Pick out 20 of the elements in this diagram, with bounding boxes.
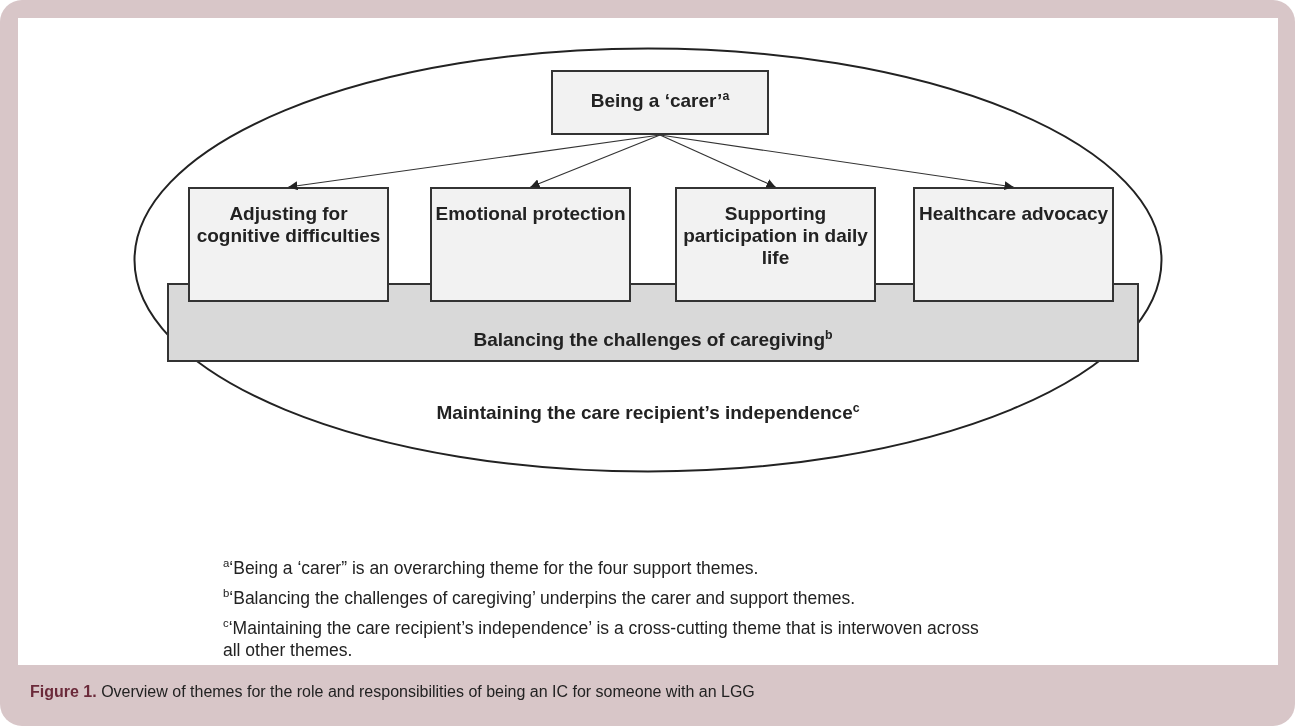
theme-box (188, 187, 389, 302)
theme-label: Emotional protection (435, 203, 626, 225)
figure-caption: Figure 1. Overview of themes for the role and responsibilities of being an IC for someone with an LGG (30, 683, 755, 701)
arrow (659, 134, 1015, 191)
theme-box (913, 187, 1114, 302)
theme-box (675, 187, 876, 302)
footnote: $^{c}$‘Maintaining the care recipient’s independence’ is a cross-cutting theme that is interwoven across all other themes. (223, 618, 980, 662)
arrow (529, 134, 661, 188)
footnote: $^{a}$‘Being a ‘carer” is an overarching theme for the four support themes. (223, 558, 760, 580)
arrow (659, 134, 777, 188)
theme-label: Being a ‘carer’$^{a}$ (590, 90, 730, 112)
theme-label: Supporting participation in daily life (682, 203, 869, 269)
theme-label: Balancing the challenges of caregiving$^{b}$ (473, 329, 833, 351)
footnote: $^{b}$‘Balancing the challenges of caregiving’ underpins the carer and support themes. (223, 588, 857, 610)
theme-label: Maintaining the care recipient’s independence$^{c}$ (436, 402, 860, 423)
theme-box (551, 70, 769, 135)
theme-label: Healthcare advocacy (918, 203, 1109, 225)
theme-label: Adjusting for cognitive difficulties (195, 203, 382, 247)
arrow (287, 134, 661, 191)
theme-box (430, 187, 631, 302)
